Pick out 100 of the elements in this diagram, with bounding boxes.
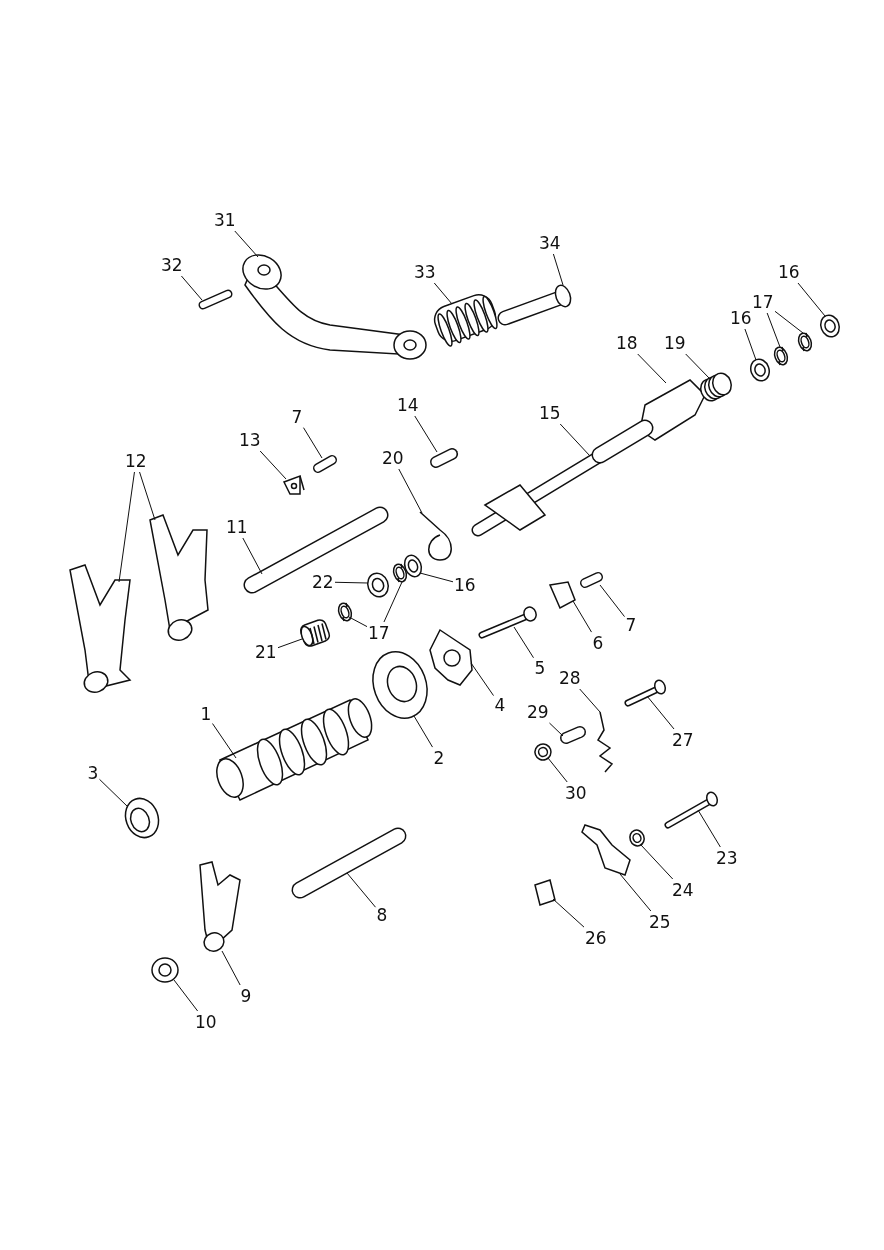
bush-drawing: [560, 726, 586, 744]
callout-number: 26: [585, 928, 607, 948]
circlip-drawing: [797, 332, 813, 352]
leader-line: [383, 581, 403, 623]
callout-number: 22: [312, 572, 334, 592]
pin-drawing: [497, 284, 572, 326]
leader-line: [572, 600, 592, 633]
callout-number: 27: [672, 730, 694, 750]
callout-number: 3: [87, 763, 99, 783]
leader-line: [619, 873, 652, 912]
leader-line: [173, 979, 199, 1012]
callout-number: 29: [527, 702, 549, 722]
leader-line: [744, 328, 757, 361]
leader-line: [419, 572, 454, 583]
callout-number: 24: [672, 880, 694, 900]
bolt-drawing: [624, 679, 666, 707]
callout-number: 16: [778, 262, 800, 282]
leader-line: [513, 626, 534, 659]
leader-line: [99, 778, 129, 808]
bearing-drawing: [124, 797, 160, 839]
leader-line: [118, 471, 135, 583]
leader-line: [685, 353, 711, 380]
leader-line: [548, 722, 564, 737]
callout-number: 33: [414, 262, 436, 282]
leader-line: [346, 872, 376, 908]
circlip-drawing: [337, 602, 353, 622]
bush-drawing: [534, 879, 556, 906]
callout-number: 2: [433, 748, 445, 768]
bearing-drawing: [372, 651, 428, 719]
callout-number: 16: [730, 308, 752, 328]
screw-drawing: [580, 572, 603, 588]
leader-line: [599, 584, 625, 618]
washer-drawing: [750, 358, 770, 382]
callout-number: 9: [240, 986, 252, 1006]
leader-line: [303, 427, 323, 459]
callout-number: 34: [539, 233, 561, 253]
leader-line: [640, 844, 674, 880]
callout-number: 25: [649, 912, 671, 932]
callout-number: 14: [397, 395, 419, 415]
callout-number: 23: [716, 848, 738, 868]
circlip-drawing: [773, 346, 789, 366]
callout-number: 17: [752, 292, 774, 312]
callout-number: 31: [214, 210, 236, 230]
callout-number: 7: [625, 615, 637, 635]
fork-drawing: [199, 861, 241, 952]
clip-drawing: [282, 474, 305, 495]
callout-number: 21: [255, 642, 277, 662]
leader-line: [470, 662, 494, 697]
fork-drawing: [69, 564, 132, 693]
leader-line: [277, 638, 303, 649]
callout-number: 19: [664, 333, 686, 353]
callout-number: 17: [368, 623, 390, 643]
shaft-drawing: [471, 419, 654, 537]
screw-drawing: [313, 455, 337, 473]
callout-number: 13: [239, 430, 261, 450]
leader-line: [259, 450, 287, 480]
leader-line: [433, 282, 453, 305]
spring-drawing: [700, 372, 732, 402]
callout-number: 12: [125, 451, 147, 471]
plug-drawing: [151, 957, 179, 983]
circlip-drawing: [392, 563, 408, 583]
leader-line: [348, 616, 368, 628]
plate-drawing: [639, 379, 706, 441]
callout-number: 7: [291, 407, 303, 427]
callout-number: 1: [200, 704, 212, 724]
leader-line: [180, 275, 203, 301]
washer-drawing: [820, 314, 840, 338]
leader-line: [221, 950, 241, 986]
callout-number: 6: [592, 633, 604, 653]
fork-drawing: [149, 514, 209, 641]
leader-line: [212, 723, 237, 759]
drum-drawing: [216, 698, 373, 801]
leader-line: [414, 415, 438, 453]
leader-line: [139, 471, 156, 521]
leader-line: [334, 581, 369, 584]
callout-number: 4: [494, 695, 506, 715]
leader-line: [242, 537, 263, 575]
leader-line: [797, 282, 826, 317]
plate-drawing: [548, 581, 576, 610]
washer-drawing: [534, 743, 552, 761]
leader-line: [398, 468, 423, 514]
lever-drawing: [581, 824, 631, 876]
callout-number: 16: [454, 575, 476, 595]
callout-number: 28: [559, 668, 581, 688]
callout-number: 5: [534, 658, 546, 678]
callout-number: 15: [539, 403, 561, 423]
rod-drawing: [291, 827, 407, 899]
callout-number: 18: [616, 333, 638, 353]
leader-line: [559, 423, 591, 457]
sprocket-drawing: [429, 628, 473, 686]
callout-number: 20: [382, 448, 404, 468]
leader-line: [637, 353, 667, 384]
leader-line: [234, 230, 259, 258]
washer-drawing: [629, 829, 645, 847]
pin-drawing: [430, 448, 458, 468]
leader-line: [552, 253, 564, 286]
leader-line: [579, 688, 601, 713]
callout-number: 10: [195, 1012, 217, 1032]
callout-number: 32: [161, 255, 183, 275]
bolt-drawing: [198, 289, 233, 310]
